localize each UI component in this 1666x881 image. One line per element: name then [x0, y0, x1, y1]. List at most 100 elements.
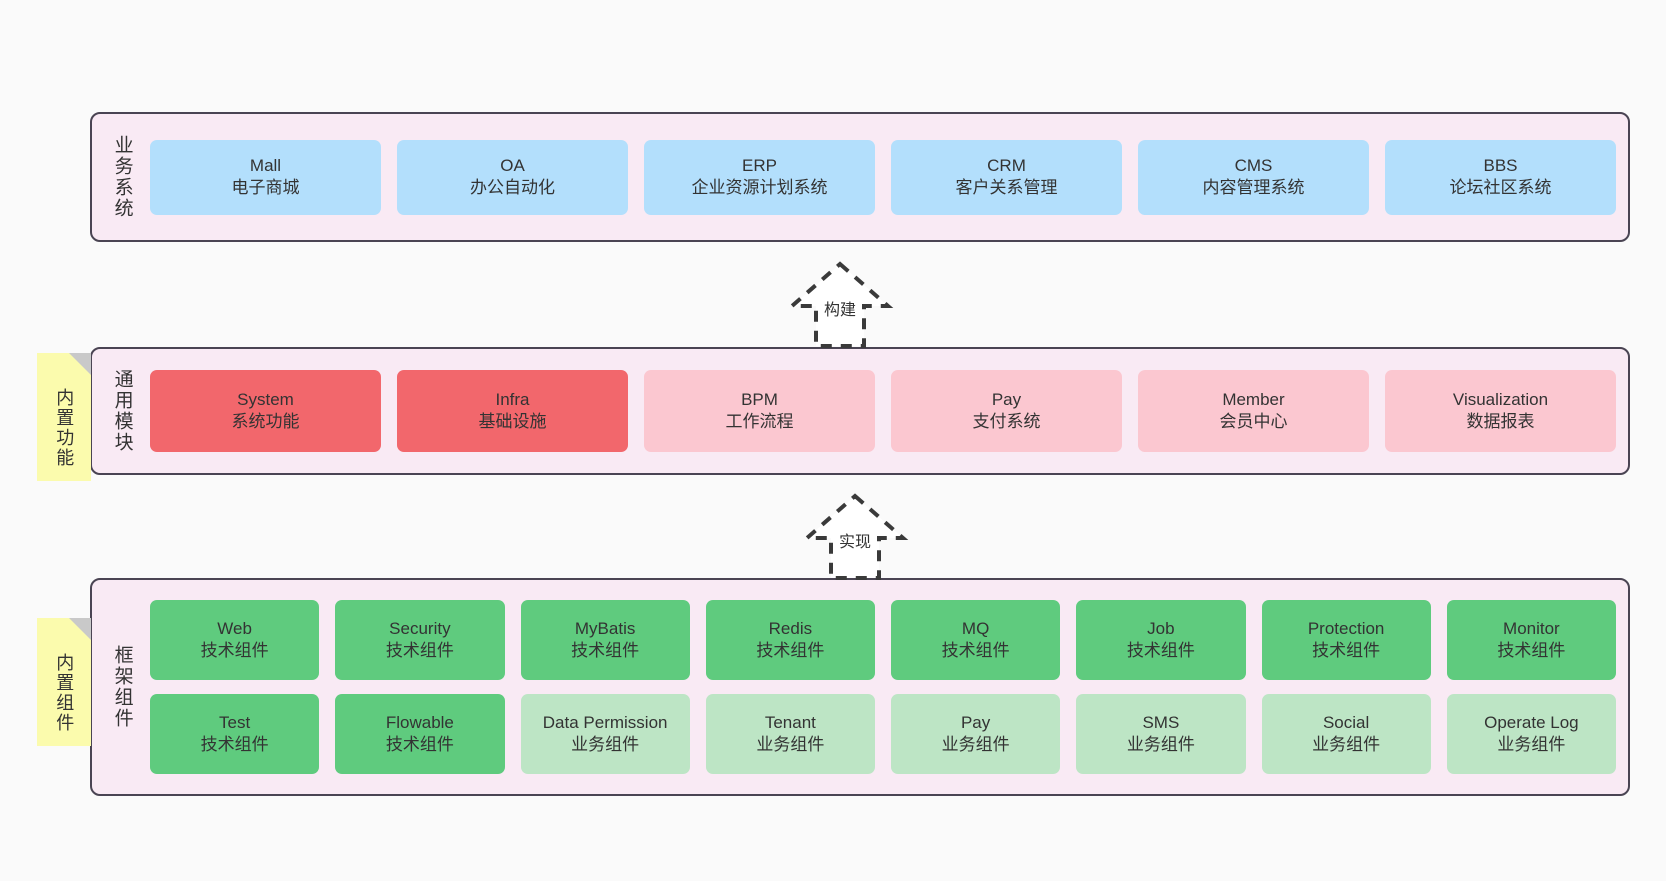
card-crm[interactable]: CRM 客户关系管理 — [891, 139, 1122, 215]
card-subtitle: 电子商城 — [231, 178, 300, 197]
card-title: Protection — [1307, 619, 1385, 639]
card-redis[interactable]: Redis 技术组件 — [705, 600, 875, 680]
card-row: System 系统功能 Infra 基础设施 BPM 工作流程 Pay 支付系统… — [150, 370, 1616, 452]
card-subtitle: 办公自动化 — [470, 178, 555, 197]
card-title: Test — [219, 713, 251, 733]
card-title: MQ — [961, 619, 990, 639]
card-pay[interactable]: Pay 支付系统 — [891, 370, 1122, 452]
card-protection[interactable]: Protection 技术组件 — [1261, 600, 1431, 680]
layer-title-framework-component: 框架组件 — [111, 645, 133, 729]
layer-framework-component[interactable]: 框架组件 Web 技术组件 Security 技术组件 MyBatis 技术组件 — [90, 578, 1630, 796]
connector-implement-arrow-icon — [780, 490, 930, 580]
card-test[interactable]: Test 技术组件 — [150, 694, 320, 774]
card-member[interactable]: Member 会员中心 — [1138, 370, 1369, 452]
card-title: Security — [389, 619, 451, 639]
card-row: Test 技术组件 Flowable 技术组件 Data Permission … — [150, 694, 1616, 774]
card-subtitle: 客户关系管理 — [955, 178, 1058, 197]
card-job[interactable]: Job 技术组件 — [1076, 600, 1246, 680]
card-flowable[interactable]: Flowable 技术组件 — [335, 694, 505, 774]
card-title: CMS — [1234, 156, 1273, 176]
card-title: Tenant — [764, 713, 816, 733]
card-title: MyBatis — [574, 619, 636, 639]
layer-business-system[interactable]: 业务系统 Mall 电子商城 OA 办公自动化 ERP 企业资源计划系统 CRM… — [90, 112, 1630, 242]
card-title: Mall — [249, 156, 282, 176]
card-subtitle: 技术组件 — [941, 641, 1010, 660]
card-subtitle: 基础设施 — [478, 412, 547, 431]
card-mybatis[interactable]: MyBatis 技术组件 — [520, 600, 690, 680]
card-title: Job — [1147, 619, 1175, 639]
card-erp[interactable]: ERP 企业资源计划系统 — [644, 139, 875, 215]
card-subtitle: 技术组件 — [1497, 641, 1566, 660]
card-subtitle: 论坛社区系统 — [1449, 178, 1552, 197]
card-tenant[interactable]: Tenant 业务组件 — [705, 694, 875, 774]
note-builtin-function: 内置功能 — [37, 353, 91, 481]
layer-common-module[interactable]: 通用模块 System 系统功能 Infra 基础设施 BPM 工作流程 Pay… — [90, 347, 1630, 475]
card-monitor[interactable]: Monitor 技术组件 — [1446, 600, 1616, 680]
card-social[interactable]: Social 业务组件 — [1261, 694, 1431, 774]
card-subtitle: 内容管理系统 — [1202, 178, 1305, 197]
card-bpm[interactable]: BPM 工作流程 — [644, 370, 875, 452]
card-system[interactable]: System 系统功能 — [150, 370, 381, 452]
card-pay-business[interactable]: Pay 业务组件 — [891, 694, 1061, 774]
card-title: Operate Log — [1484, 713, 1579, 733]
connector-build-label: 构建 — [823, 302, 857, 319]
card-title: Monitor — [1503, 619, 1560, 639]
card-row: Web 技术组件 Security 技术组件 MyBatis 技术组件 Redi… — [150, 600, 1616, 680]
card-title: Redis — [768, 619, 813, 639]
card-title: SMS — [1142, 713, 1180, 733]
card-title: BBS — [1483, 156, 1518, 176]
card-subtitle: 技术组件 — [1126, 641, 1195, 660]
card-rows: Web 技术组件 Security 技术组件 MyBatis 技术组件 Redi… — [150, 600, 1616, 774]
card-subtitle: 业务组件 — [1312, 735, 1381, 754]
note-label: 内置组件 — [54, 653, 75, 733]
card-mall[interactable]: Mall 电子商城 — [150, 139, 381, 215]
card-subtitle: 系统功能 — [231, 412, 300, 431]
card-subtitle: 业务组件 — [1497, 735, 1566, 754]
card-title: Pay — [991, 390, 1022, 410]
note-label: 内置功能 — [54, 388, 75, 468]
card-visualization[interactable]: Visualization 数据报表 — [1385, 370, 1616, 452]
card-subtitle: 技术组件 — [756, 641, 825, 660]
card-data-permission[interactable]: Data Permission 业务组件 — [520, 694, 690, 774]
layer-body-framework-component: Web 技术组件 Security 技术组件 MyBatis 技术组件 Redi… — [144, 580, 1628, 794]
card-subtitle: 支付系统 — [972, 412, 1041, 431]
card-subtitle: 业务组件 — [571, 735, 640, 754]
card-title: Data Permission — [542, 713, 668, 733]
card-mq[interactable]: MQ 技术组件 — [891, 600, 1061, 680]
card-sms[interactable]: SMS 业务组件 — [1076, 694, 1246, 774]
note-builtin-component: 内置组件 — [37, 618, 91, 746]
card-title: System — [237, 390, 294, 410]
connector-build-arrow-icon — [765, 258, 915, 348]
card-bbs[interactable]: BBS 论坛社区系统 — [1385, 139, 1616, 215]
card-title: Pay — [960, 713, 991, 733]
card-title: Social — [1322, 713, 1370, 733]
card-subtitle: 技术组件 — [571, 641, 640, 660]
layer-body-common-module: System 系统功能 Infra 基础设施 BPM 工作流程 Pay 支付系统… — [144, 349, 1628, 473]
card-row: Mall 电子商城 OA 办公自动化 ERP 企业资源计划系统 CRM 客户关系… — [150, 139, 1616, 215]
card-title: BPM — [741, 390, 778, 410]
card-oa[interactable]: OA 办公自动化 — [397, 139, 628, 215]
card-subtitle: 技术组件 — [385, 641, 454, 660]
layer-title-business-system: 业务系统 — [111, 135, 133, 219]
card-subtitle: 企业资源计划系统 — [691, 178, 828, 197]
card-title: Visualization — [1452, 390, 1549, 410]
card-title: Flowable — [385, 713, 454, 733]
note-fold-corner-icon — [69, 618, 91, 640]
layer-body-business-system: Mall 电子商城 OA 办公自动化 ERP 企业资源计划系统 CRM 客户关系… — [144, 114, 1628, 240]
card-subtitle: 业务组件 — [756, 735, 825, 754]
card-subtitle: 工作流程 — [725, 412, 794, 431]
card-web[interactable]: Web 技术组件 — [150, 600, 320, 680]
card-subtitle: 业务组件 — [941, 735, 1010, 754]
card-security[interactable]: Security 技术组件 — [335, 600, 505, 680]
card-cms[interactable]: CMS 内容管理系统 — [1138, 139, 1369, 215]
card-subtitle: 会员中心 — [1219, 412, 1288, 431]
card-title: Web — [217, 619, 252, 639]
card-title: ERP — [742, 156, 777, 176]
card-subtitle: 技术组件 — [385, 735, 454, 754]
layer-title-common-module: 通用模块 — [111, 369, 133, 453]
card-operate-log[interactable]: Operate Log 业务组件 — [1446, 694, 1616, 774]
card-subtitle: 技术组件 — [1312, 641, 1381, 660]
card-infra[interactable]: Infra 基础设施 — [397, 370, 628, 452]
card-subtitle: 技术组件 — [200, 735, 269, 754]
